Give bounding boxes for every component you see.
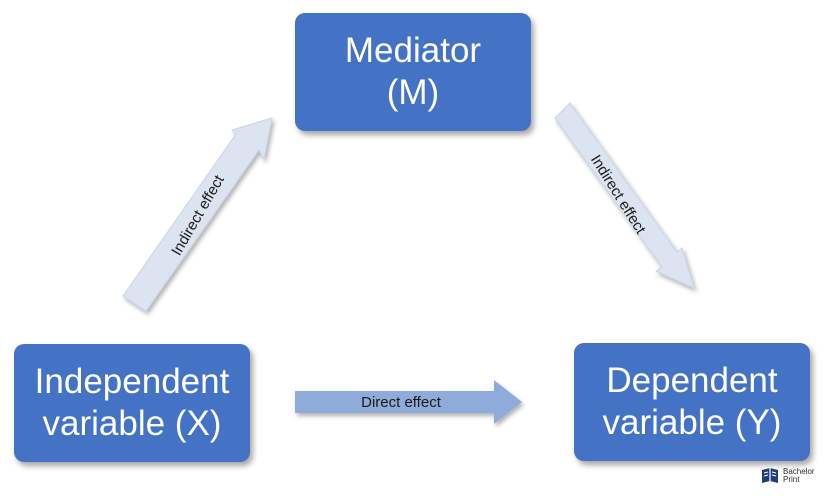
direct-effect-label: Direct effect: [361, 394, 441, 411]
logo-line-2: Print: [783, 475, 800, 484]
indirect-arrow-x-to-m: [122, 117, 273, 312]
indirect-arrow-m-to-y: [554, 102, 695, 289]
logo-line-1: Bachelor: [783, 467, 815, 476]
book-logo-icon: [762, 468, 778, 483]
bachelorprint-logo: Bachelor Print: [760, 466, 815, 486]
mediator-box: Mediator (M): [295, 13, 531, 131]
direct-arrow-x-to-y: [295, 380, 522, 424]
dependent-variable-box: Dependent variable (Y): [574, 343, 810, 461]
independent-variable-box: Independent variable (X): [14, 344, 250, 462]
